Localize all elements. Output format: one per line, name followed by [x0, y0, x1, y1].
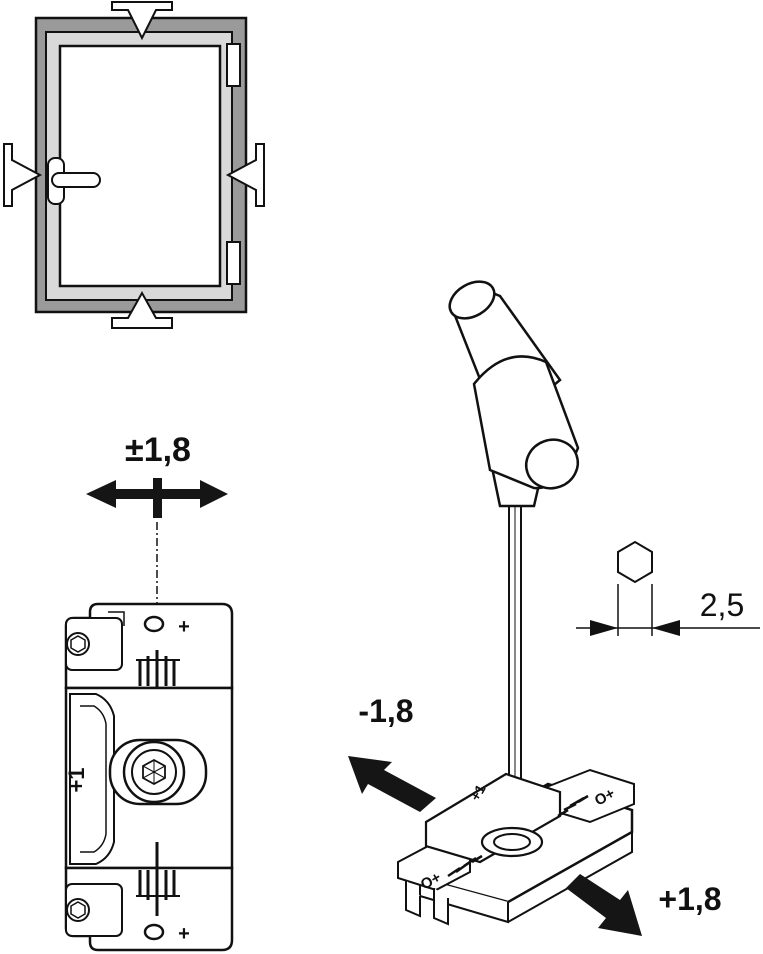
door-glass: [58, 44, 222, 288]
hex-size-label: 2,5: [700, 587, 744, 623]
scale-plus-1-left-label: +1: [64, 767, 89, 792]
iso-scale-ticks-right: [557, 794, 589, 818]
upper-scale-zero-icon: [143, 615, 165, 633]
middle-plate-slot: [69, 693, 115, 865]
double-arrow-horizontal-icon: [86, 478, 228, 518]
plus-adjust-arrow-icon: [566, 874, 642, 936]
hex-size-dimension: 2,5: [576, 540, 760, 636]
plus-adjust-label: +1,8: [658, 881, 721, 917]
lower-scale-zero-icon: [143, 923, 165, 941]
door-handle-icon: [47, 157, 101, 205]
central-adjust-screw-icon: [108, 738, 208, 806]
minus-adjust-label: -1,8: [358, 693, 413, 729]
lower-scale-ticks: [136, 842, 180, 916]
iso-scale-plus-1-label: +1: [467, 781, 489, 803]
frame-hinge-bottom-icon: [226, 241, 241, 285]
hex-key-icon: [448, 280, 580, 841]
upper-scale-plus-label: +: [178, 616, 190, 638]
lateral-adjust-label: ±1,8: [125, 431, 191, 469]
minus-adjust-arrow-icon: [348, 756, 436, 812]
frame-hinge-top-icon: [226, 43, 241, 87]
arrow-right-left-icon: [3, 143, 43, 207]
hinge-isometric-view: O+ O+ +1: [397, 768, 635, 926]
arrow-down-top-icon: [111, 1, 173, 41]
iso-scale-ticks-left: [447, 854, 483, 878]
hinge-top-view: + +1 +: [64, 602, 234, 952]
hex-socket-icon: [617, 540, 653, 584]
door-frame-illustration: [3, 1, 265, 329]
lower-scale-plus-label: +: [178, 923, 190, 945]
arrow-up-bottom-icon: [111, 290, 173, 329]
arrow-left-right-icon: [225, 143, 265, 207]
